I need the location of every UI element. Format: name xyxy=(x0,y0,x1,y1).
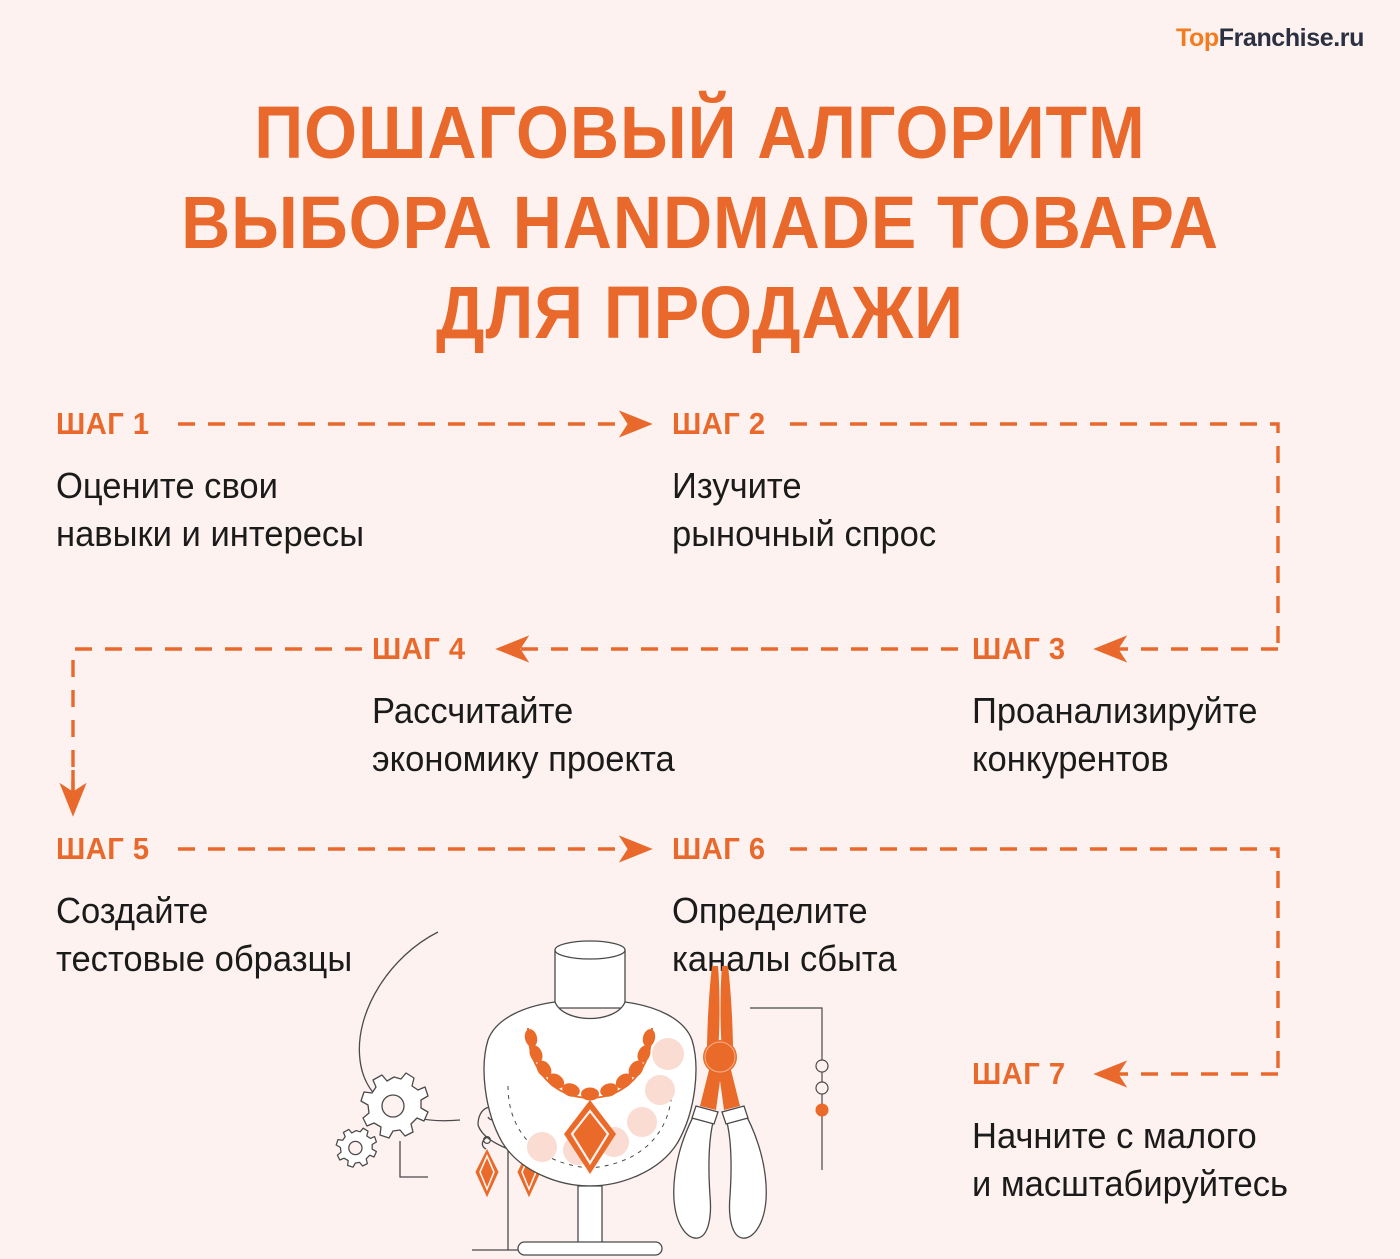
step-5-body: Создайте тестовые образцы xyxy=(56,887,352,983)
step-2-label: ШАГ 2 xyxy=(672,406,766,441)
step-7-line-1: Начните с малого xyxy=(972,1115,1257,1156)
corner-accent-line xyxy=(399,1141,428,1178)
step-2-line-1: Изучите xyxy=(672,465,802,506)
title-line-2: ВЫБОРА HANDMADE ТОВАРА xyxy=(181,181,1219,264)
step-4-label: ШАГ 4 xyxy=(372,631,466,666)
step-3: ШАГ 3 Проанализируйте конкурентов xyxy=(972,633,1269,783)
step-6-line-2: каналы сбыта xyxy=(672,938,897,979)
gear-icon xyxy=(335,1072,429,1168)
logo-top-text: Top xyxy=(1175,24,1219,52)
step-1-line-1: Оцените свои xyxy=(56,465,278,506)
step-1-body: Оцените свои навыки и интересы xyxy=(56,462,364,558)
step-1: ШАГ 1 Оцените свои навыки и интересы xyxy=(56,408,377,558)
step-7-label: ШАГ 7 xyxy=(972,1056,1066,1091)
step-3-line-1: Проанализируйте xyxy=(972,690,1258,731)
step-7-line-2: и масштабируйтесь xyxy=(972,1163,1289,1204)
logo-ru-text: ru xyxy=(1339,24,1365,52)
step-7-body: Начните с малого и масштабируйтесь xyxy=(972,1112,1288,1208)
title-line-1: ПОШАГОВЫЙ АЛГОРИТМ xyxy=(254,91,1146,174)
step-4: ШАГ 4 Рассчитайте экономику проекта xyxy=(372,633,687,783)
step-3-body: Проанализируйте конкурентов xyxy=(972,687,1258,783)
step-4-line-1: Рассчитайте xyxy=(372,690,574,731)
step-5-line-2: тестовые образцы xyxy=(56,938,353,979)
step-2: ШАГ 2 Изучите рыночный спрос xyxy=(672,408,947,558)
step-5: ШАГ 5 Создайте тестовые образцы xyxy=(56,833,365,983)
step-6-line-1: Определите xyxy=(672,890,868,931)
step-6-body: Определите каналы сбыта xyxy=(672,887,897,983)
step-3-label: ШАГ 3 xyxy=(972,631,1066,666)
step-1-label: ШАГ 1 xyxy=(56,406,150,441)
diamond-pendant-icon xyxy=(564,1100,616,1174)
step-6-label: ШАГ 6 xyxy=(672,831,766,866)
logo-franchise-text: Franchise xyxy=(1218,24,1334,52)
step-4-line-2: экономику проекта xyxy=(372,738,675,779)
step-5-line-1: Создайте xyxy=(56,890,209,931)
brand-logo[interactable]: TopFranchise.ru xyxy=(1176,26,1364,51)
logo-dot: . xyxy=(1333,24,1340,52)
step-2-line-2: рыночный спрос xyxy=(672,513,937,554)
connector-step4-step5 xyxy=(71,647,362,793)
page-title: ПОШАГОВЫЙ АЛГОРИТМ ВЫБОРА HANDMADE ТОВАР… xyxy=(56,88,1344,358)
step-1-line-2: навыки и интересы xyxy=(56,513,365,554)
handmade-jewelry-illustration xyxy=(335,931,829,1256)
title-line-3: ДЛЯ ПРОДАЖИ xyxy=(436,271,964,354)
bead-dots-icon xyxy=(750,1007,829,1170)
step-3-line-2: конкурентов xyxy=(972,738,1169,779)
step-6: ШАГ 6 Определите каналы сбыта xyxy=(672,833,906,983)
step-7: ШАГ 7 Начните с малого и масштабируйтесь xyxy=(972,1058,1301,1208)
step-4-body: Рассчитайте экономику проекта xyxy=(372,687,675,783)
step-2-body: Изучите рыночный спрос xyxy=(672,462,936,558)
pliers-icon xyxy=(673,966,767,1239)
orange-beaded-necklace-icon xyxy=(524,1027,656,1174)
step-5-label: ШАГ 5 xyxy=(56,831,150,866)
